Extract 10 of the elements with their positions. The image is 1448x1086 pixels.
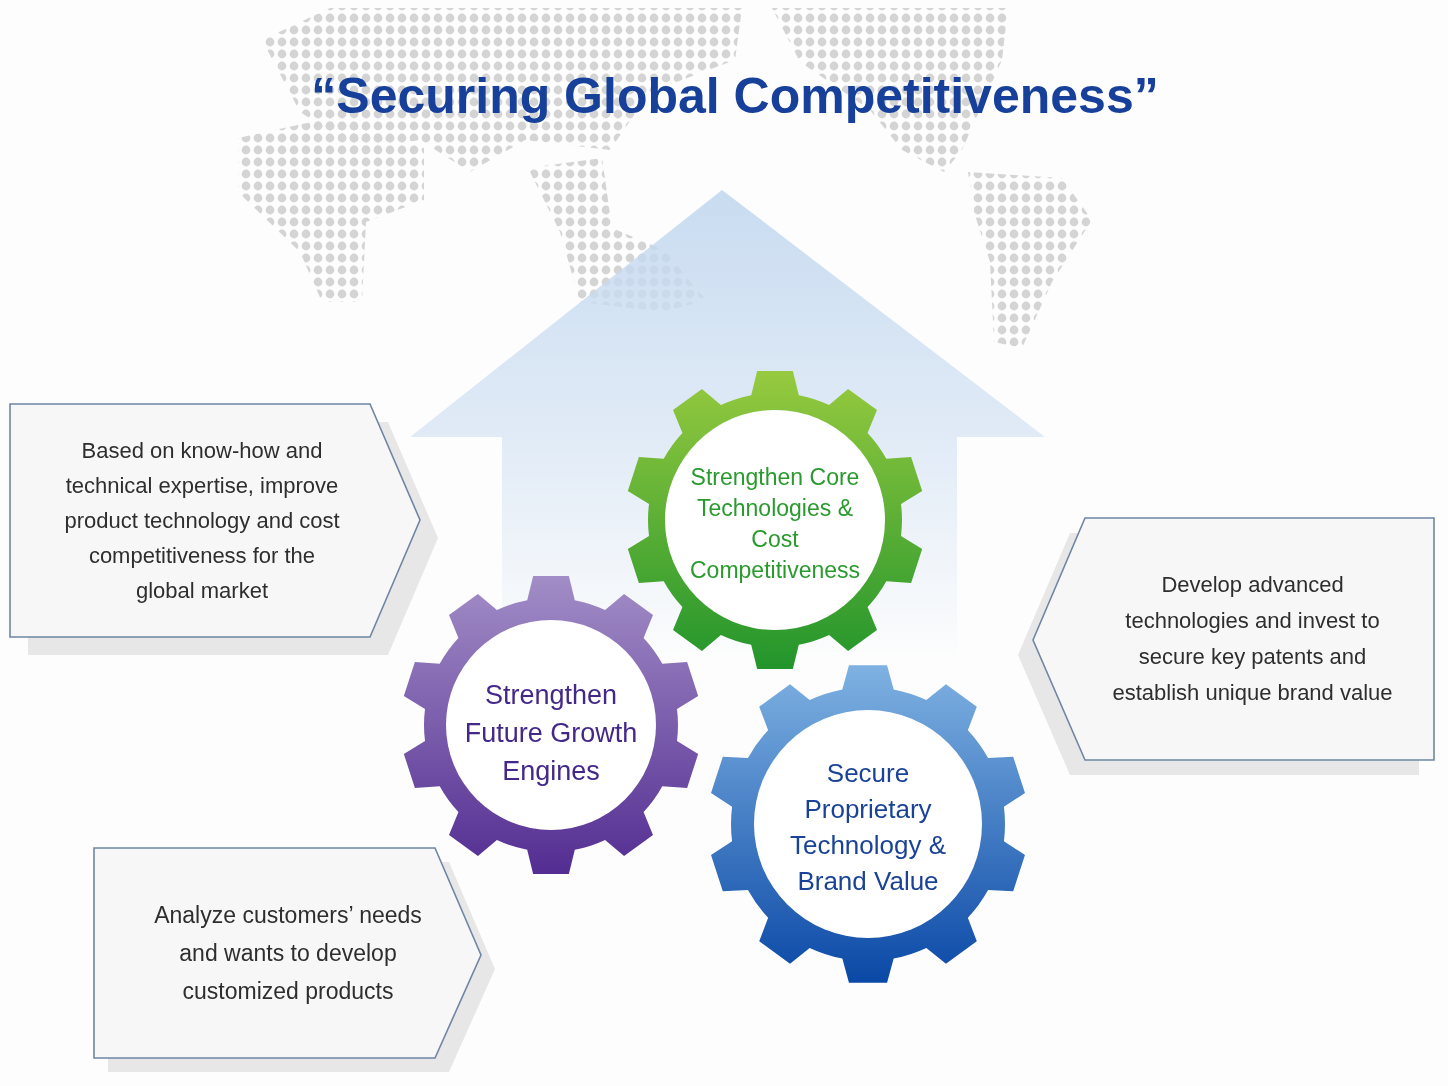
callout-text: Analyze customers’ needs and wants to develop customized products: [153, 901, 423, 1006]
arrow-callout-shape: [10, 404, 440, 656]
gear-label: Secure Proprietary Technology & Brand Value: [788, 757, 948, 898]
gear-label: Strengthen Future Growth Engines: [463, 679, 639, 788]
arrow-callout-shape: [94, 848, 497, 1074]
callout-text: Develop advanced technologies and invest to secure key patents and establish unique brand value: [1111, 571, 1394, 707]
arrow-callout-shape: [1015, 518, 1436, 776]
gear-label: Strengthen Core Technologies & Cost Competitiveness: [689, 463, 861, 585]
callout-text: Based on know-how and technical expertise, improve product technology and cost competitiveness for the global market: [63, 437, 341, 605]
title: “Securing Global Competitiveness”: [311, 67, 1159, 126]
